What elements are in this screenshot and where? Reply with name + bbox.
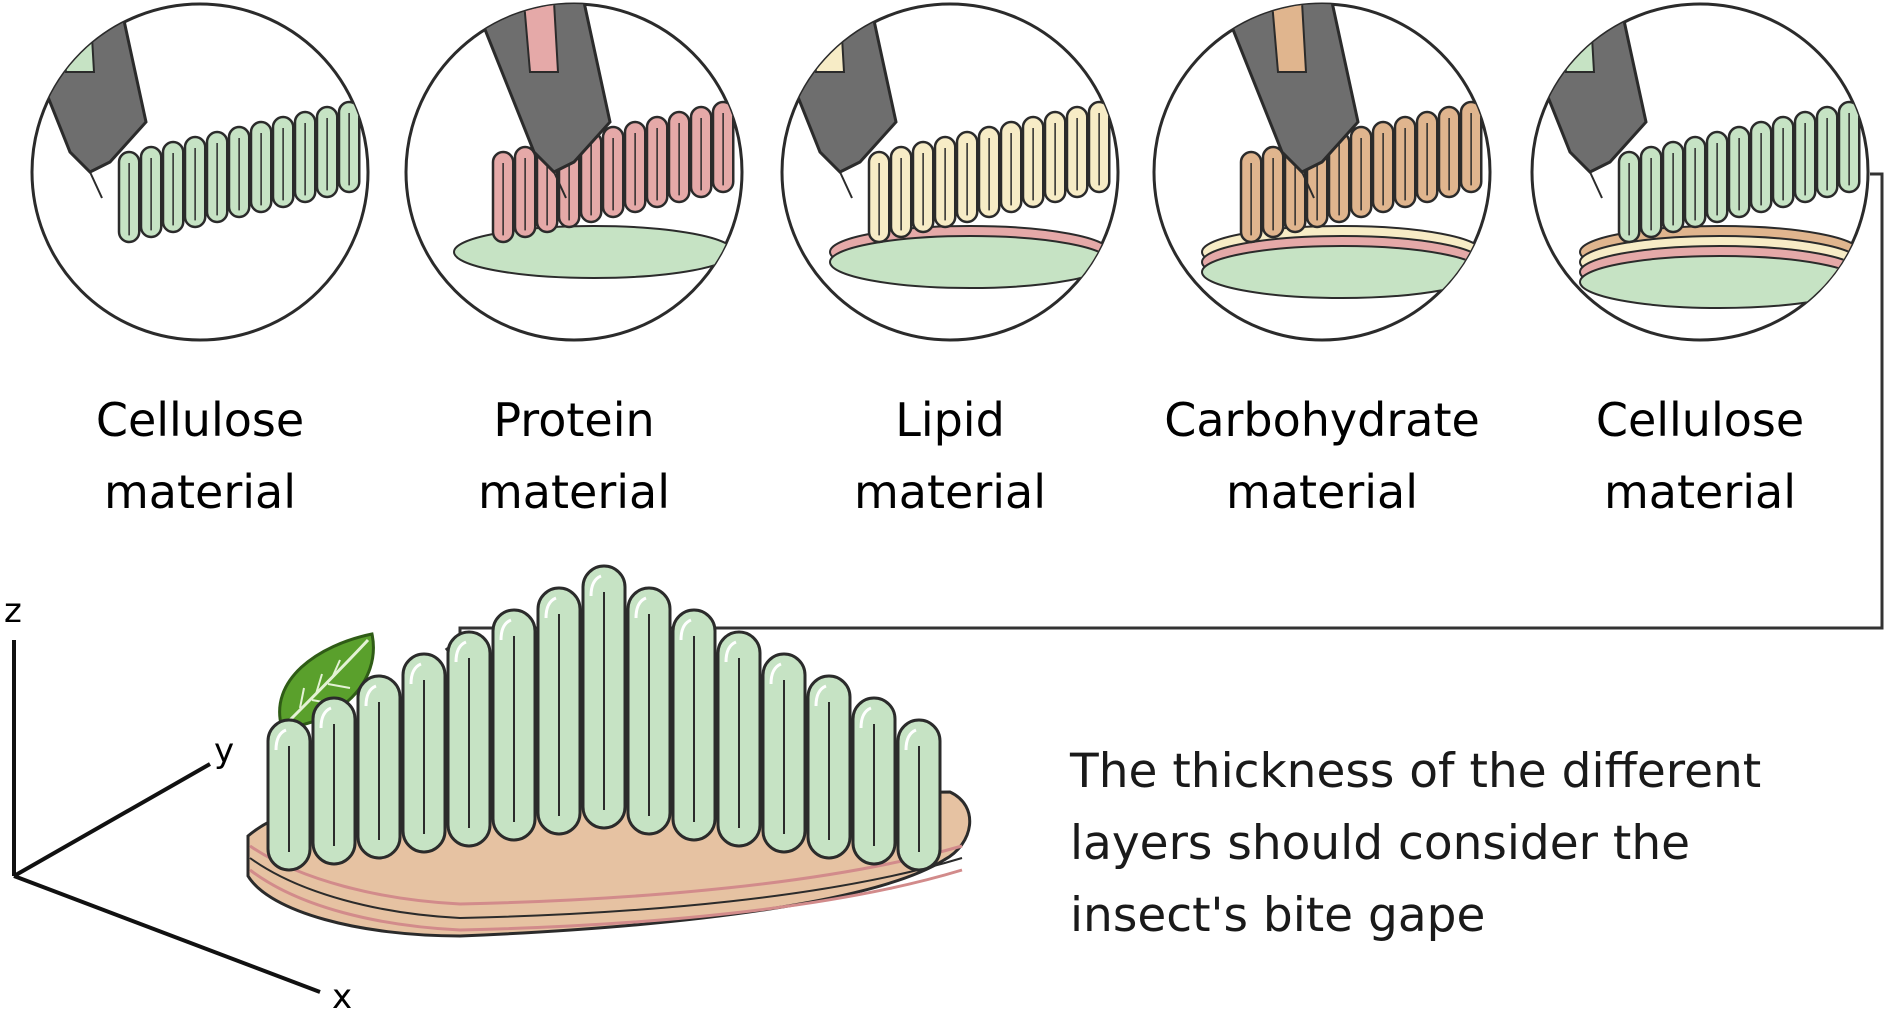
filament-highlight bbox=[499, 618, 512, 641]
current-layer bbox=[491, 100, 735, 244]
filament-highlight bbox=[859, 706, 872, 729]
step-label-line1: Carbohydrate bbox=[1164, 393, 1480, 447]
step-label-line2: material bbox=[1604, 465, 1796, 519]
print-step-1 bbox=[30, 2, 370, 342]
layer-line-pink bbox=[249, 844, 963, 906]
filament-highlight bbox=[364, 684, 377, 707]
print-step-4 bbox=[1152, 2, 1492, 342]
filament-highlight bbox=[769, 662, 782, 685]
nozzle-icon bbox=[471, 4, 612, 199]
axis-label-y: y bbox=[214, 731, 234, 771]
filament-highlight bbox=[814, 684, 827, 707]
filament-highlight bbox=[409, 662, 422, 685]
current-layer bbox=[117, 100, 361, 244]
filament-highlight bbox=[274, 728, 287, 751]
filament-highlight bbox=[544, 596, 557, 619]
step-label-line1: Cellulose bbox=[96, 393, 304, 447]
filament-highlight bbox=[904, 728, 917, 751]
filament-highlight bbox=[319, 706, 332, 729]
print-step-3 bbox=[780, 2, 1120, 342]
filament-highlight bbox=[634, 596, 647, 619]
filament-highlight bbox=[724, 640, 737, 663]
current-layer bbox=[1617, 100, 1861, 244]
layer-line-green bbox=[249, 868, 963, 932]
layer-line-cream bbox=[249, 857, 963, 920]
print-step-2 bbox=[404, 2, 744, 342]
step-label-line1: Protein bbox=[493, 393, 654, 447]
print-step-5 bbox=[1530, 2, 1870, 342]
step-label-line1: Lipid bbox=[895, 393, 1005, 447]
step-label-line2: material bbox=[478, 465, 670, 519]
axis-label-z: z bbox=[4, 591, 22, 631]
bite-gape-note: The thickness of the different layers sh… bbox=[1070, 744, 1762, 943]
filament-highlight bbox=[454, 640, 467, 663]
step-label-line2: material bbox=[1226, 465, 1418, 519]
filament-highlight bbox=[589, 574, 602, 597]
axis-label-x: x bbox=[332, 977, 352, 1013]
current-layer bbox=[867, 100, 1111, 244]
step-label-line1: Cellulose bbox=[1596, 393, 1804, 447]
underlying-layer bbox=[829, 235, 1111, 289]
underlying-layer bbox=[1579, 255, 1861, 309]
step-label-line2: material bbox=[104, 465, 296, 519]
underlying-layer bbox=[1201, 245, 1483, 299]
nozzle-icon bbox=[1219, 4, 1360, 199]
stacked-diet bbox=[246, 564, 972, 938]
axis-icon bbox=[12, 640, 321, 994]
filament-highlight bbox=[679, 618, 692, 641]
step-label-line2: material bbox=[854, 465, 1046, 519]
